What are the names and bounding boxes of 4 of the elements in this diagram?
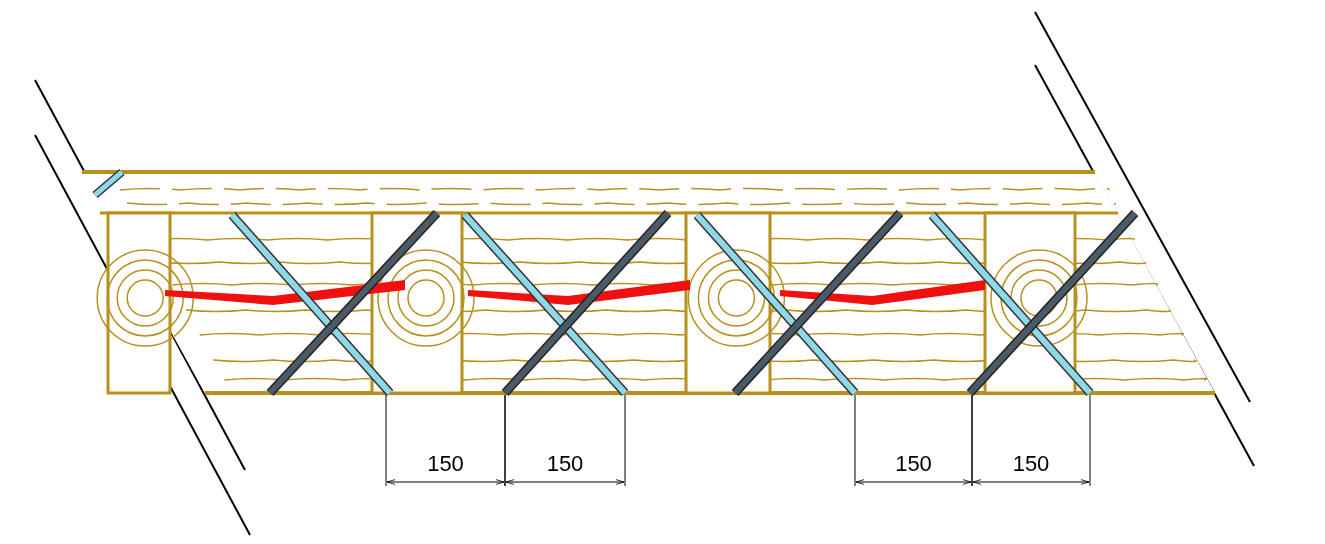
- dimension-label: 150: [1012, 451, 1050, 476]
- dimension-label: 150: [895, 451, 932, 476]
- dimension-label: 150: [546, 451, 584, 476]
- dimension-label: 150: [427, 451, 464, 476]
